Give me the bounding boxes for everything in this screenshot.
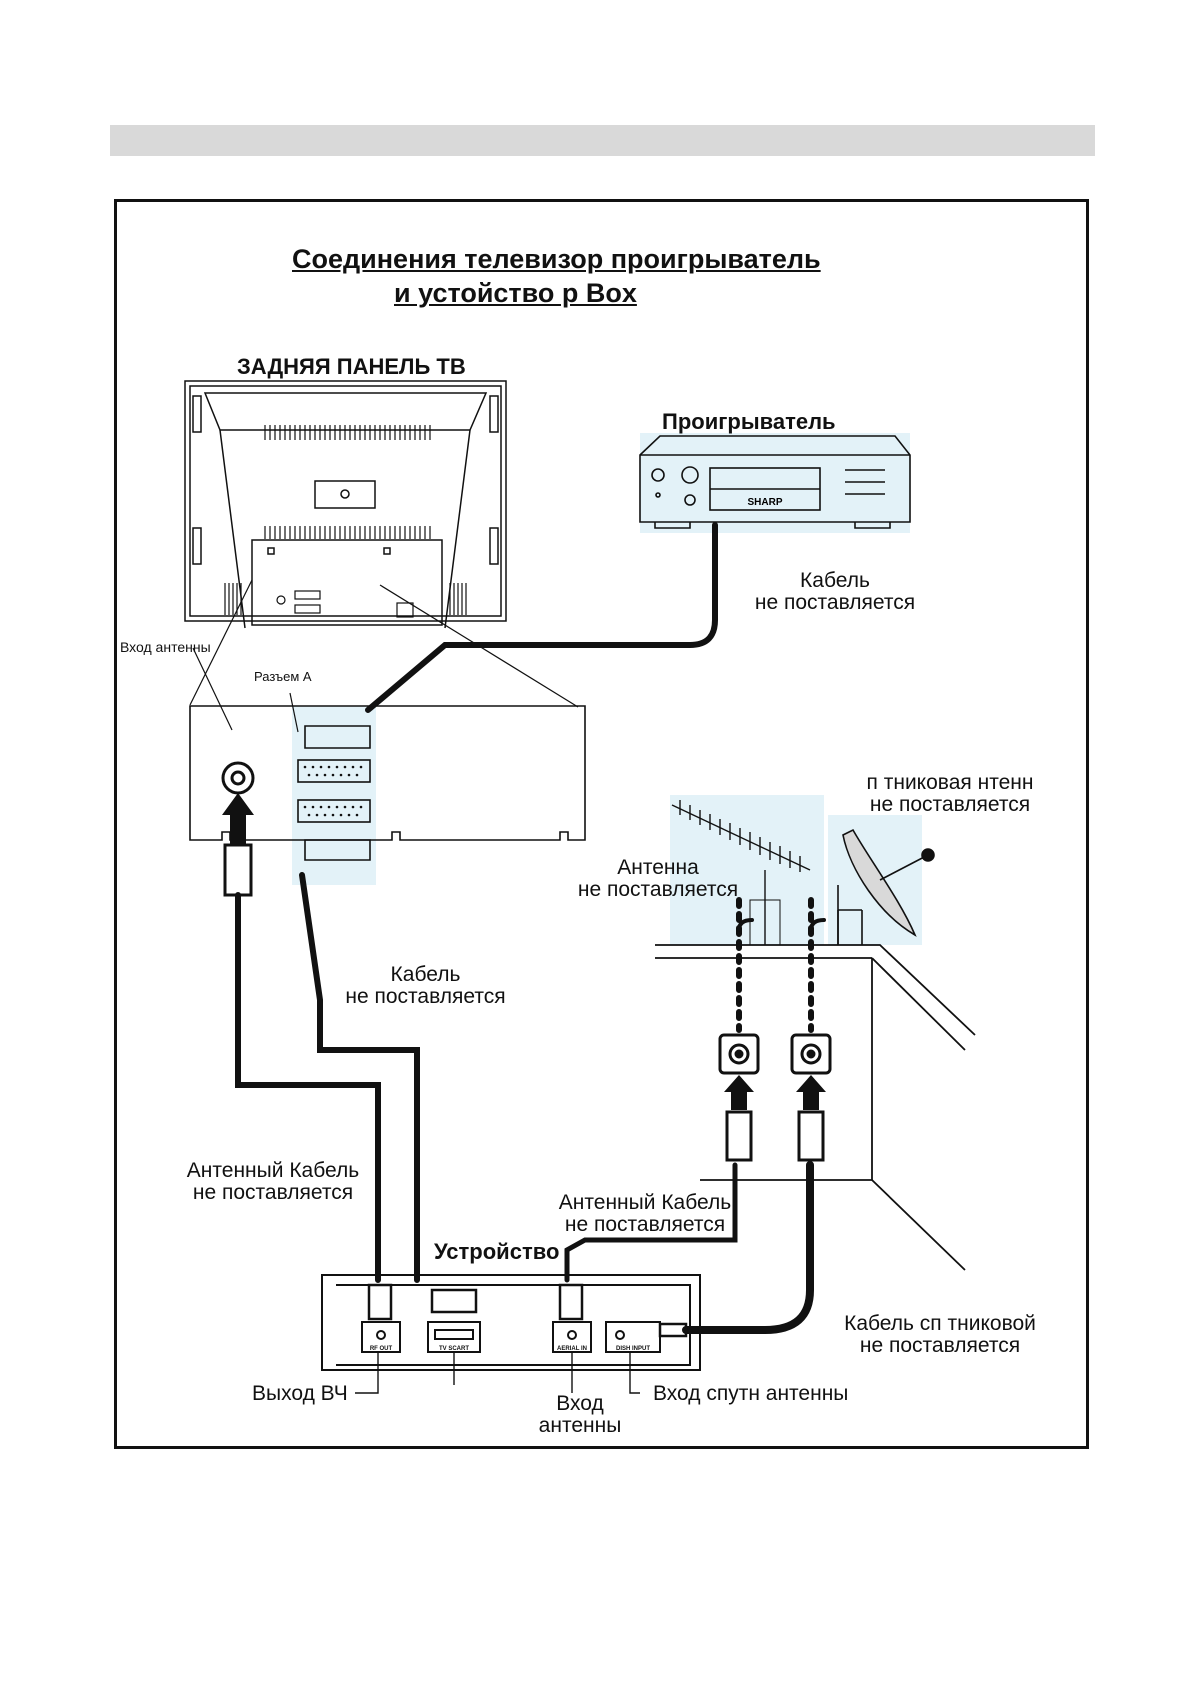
terrestrial-antenna [671, 800, 811, 945]
port-dish-input: DISH INPUT [616, 1346, 650, 1352]
rf-out-label: Выход ВЧ [252, 1382, 348, 1405]
satellite-antenna-line2: не поставляется [869, 793, 1031, 817]
tv-connector-panel [189, 705, 586, 861]
port-tv-scart: TV SCART [439, 1346, 469, 1352]
wall-sockets [718, 1033, 832, 1075]
scart-cable-line1: Кабель [390, 963, 461, 986]
device-label: Устройство [434, 1239, 560, 1264]
aerial-in-label: Вход антенны [525, 1392, 635, 1438]
satellite-dish [837, 828, 935, 945]
player-cable-line2: не поставляется [754, 591, 916, 615]
highlight-areas [292, 433, 922, 945]
diagram-frame [114, 199, 1089, 1449]
antenna-line1: Антенна [617, 856, 699, 879]
building-wall [655, 944, 976, 1271]
player-unit [639, 435, 911, 529]
antenna-cable-left-line1: Антенный Кабель [186, 1159, 360, 1182]
scart-cable-label: Кабель не поставляется [338, 963, 513, 1009]
tv-antenna-input-label: Вход антенны [120, 639, 211, 655]
cables [235, 522, 826, 1334]
player-cable-label: Кабель не поставляется [750, 569, 920, 615]
satellite-cable-line2: не поставляется [859, 1334, 1021, 1358]
page-title-line2: и устойство р Box [394, 278, 637, 308]
dish-input-label: Вход спутн антенны [653, 1382, 849, 1405]
satellite-antenna-line1: п тниковая нтенн [866, 771, 1034, 794]
port-labels: RF OUT TV SCART AERIAL IN DISH INPUT [370, 1346, 651, 1352]
antenna-cable-right-label: Антенный Кабель не поставляется [550, 1191, 740, 1237]
antenna-cable-right-line2: не поставляется [564, 1213, 726, 1237]
satellite-cable-label: Кабель сп тниковой не поставляется [825, 1312, 1055, 1358]
tv-back-panel [184, 380, 507, 629]
port-aerial-in: AERIAL IN [557, 1346, 587, 1352]
player-label: Проигрыватель [662, 409, 836, 434]
device-plugs [367, 1283, 688, 1338]
antenna-cable-left-label: Антенный Кабель не поставляется [178, 1159, 368, 1205]
tv-jacks [276, 590, 414, 618]
antenna-cable-left-line2: не поставляется [192, 1181, 354, 1205]
antenna-cable-right-line1: Антенный Кабель [558, 1191, 732, 1214]
tv-vents [224, 425, 467, 615]
page-title-line1: Соединения телевизор проигрыватель [292, 244, 821, 274]
antenna-label: Антенна не поставляется [568, 856, 748, 902]
header-band [110, 125, 1095, 156]
satellite-antenna-label: п тниковая нтенн не поставляется [845, 771, 1055, 817]
socket-plugs [724, 1075, 826, 1162]
scart-cable-line2: не поставляется [345, 985, 506, 1009]
antenna-arrow [222, 793, 254, 897]
player-brand: SHARP [747, 497, 782, 508]
satellite-cable-line1: Кабель сп тниковой [844, 1312, 1036, 1335]
tv-connector-a-label: Разъем А [254, 669, 312, 684]
aerial-in-line2: антенны [538, 1414, 622, 1438]
port-rf-out: RF OUT [370, 1346, 393, 1352]
scart-pins [303, 765, 363, 817]
tv-heading: ЗАДНЯЯ ПАНЕЛЬ ТВ [237, 354, 466, 379]
antenna-line2: не поставляется [577, 878, 739, 902]
player-cable-line1: Кабель [800, 569, 870, 592]
aerial-in-line1: Вход [556, 1392, 604, 1415]
device-callouts [355, 1352, 640, 1394]
zoom-lines [189, 579, 579, 733]
